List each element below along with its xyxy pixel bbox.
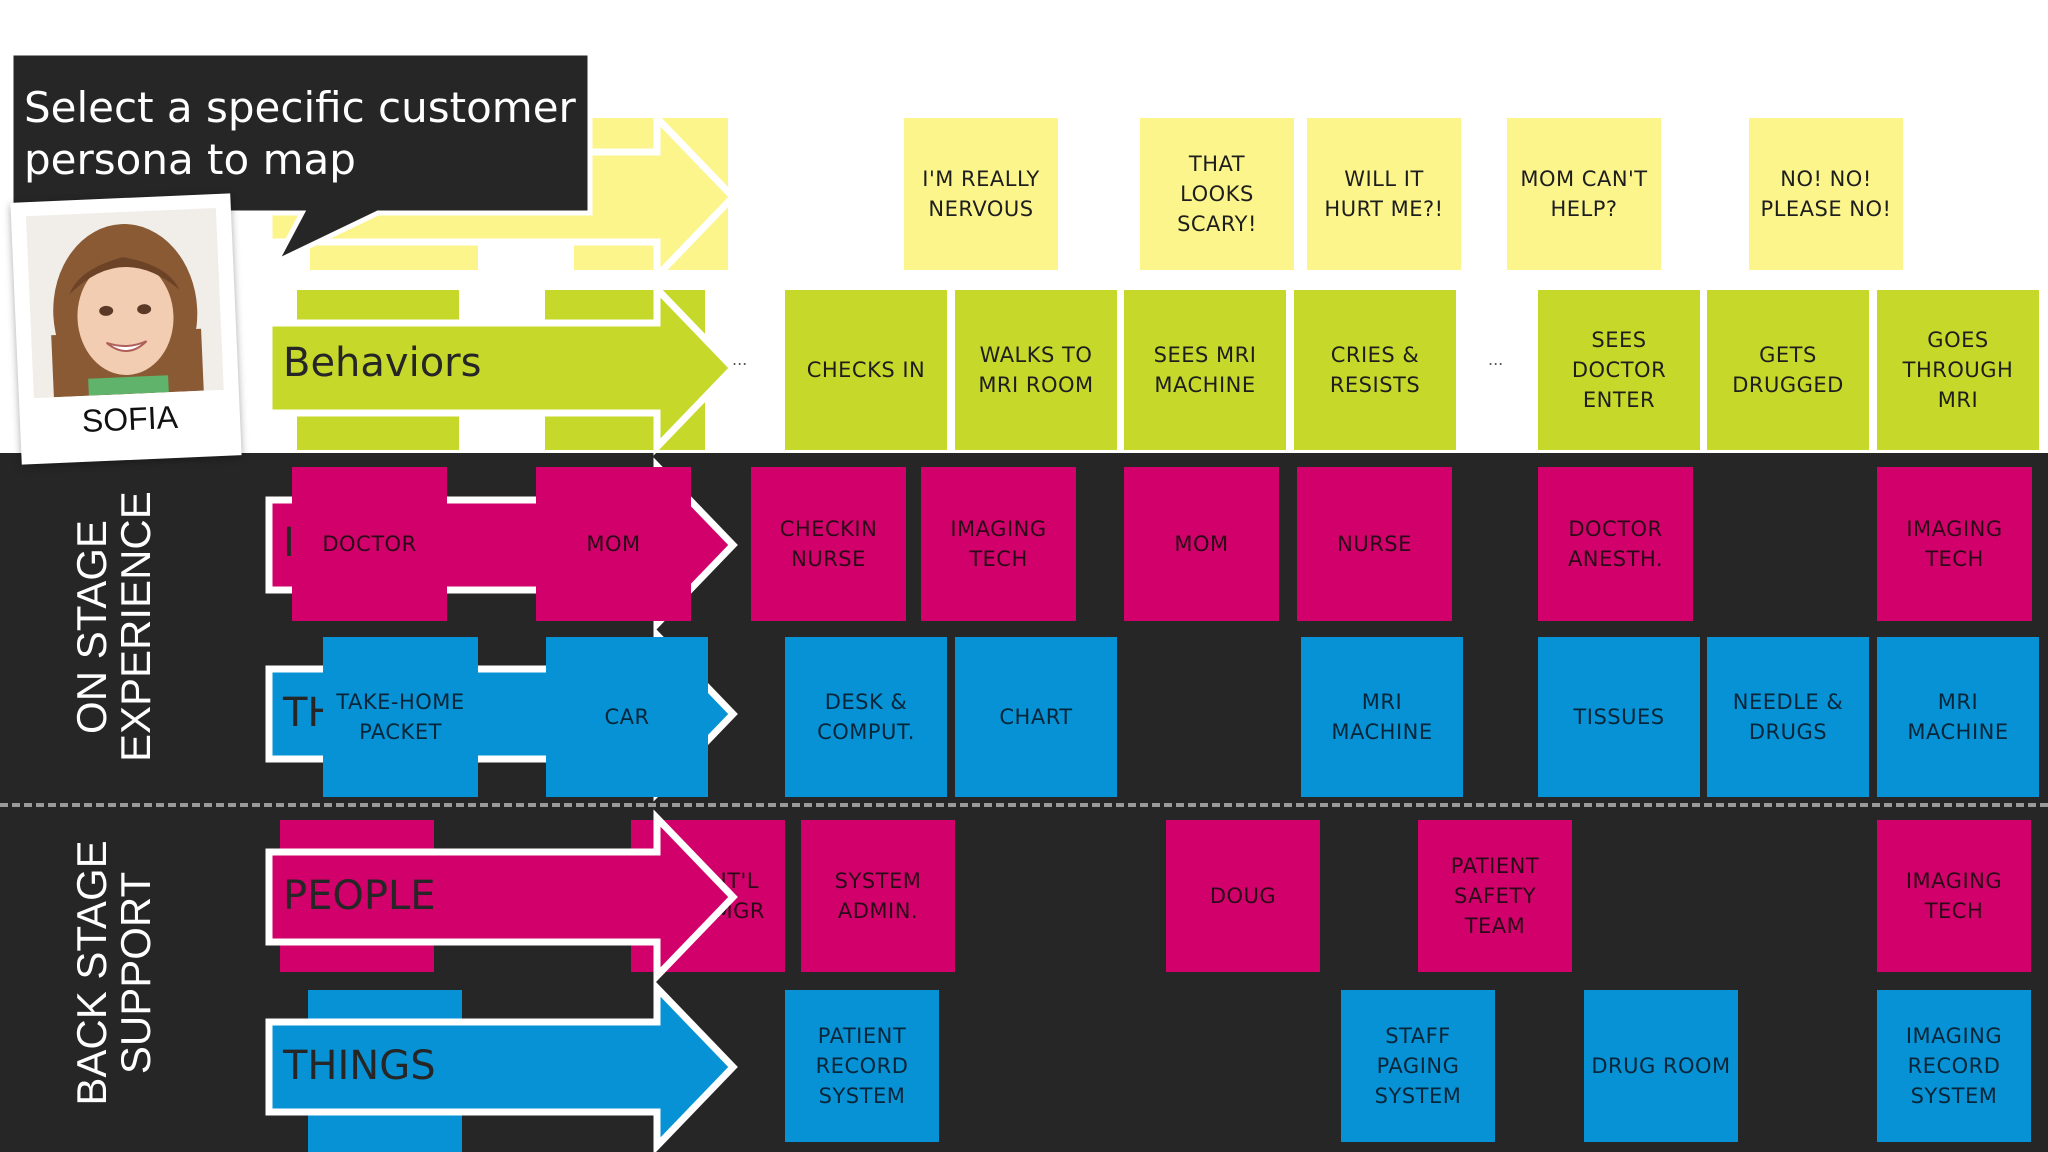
thought-note: MOM CAN'T HELP? bbox=[1507, 118, 1661, 270]
thought-note: THAT LOOKS SCARY! bbox=[1140, 118, 1294, 270]
thing-note: IMAGING RECORD SYSTEM bbox=[1877, 990, 2031, 1142]
on-stage-label: ON STAGE EXPERIENCE bbox=[68, 491, 159, 762]
things-label: THINGS bbox=[283, 1043, 436, 1089]
thing-note: TAKE-HOME PACKET bbox=[323, 637, 478, 797]
onstage-people-label: I bbox=[283, 520, 295, 566]
thing-note: DRUG ROOM bbox=[1584, 990, 1738, 1142]
ellipsis: ... bbox=[732, 350, 748, 369]
behaviors-label: Behaviors bbox=[283, 340, 482, 386]
thought-note: NO! NO! PLEASE NO! bbox=[1749, 118, 1903, 270]
backstage-things-arrow bbox=[265, 979, 738, 1152]
person-note: PATIENT SAFETY TEAM bbox=[1418, 820, 1572, 972]
thing-note: MRI MACHINE bbox=[1877, 637, 2039, 797]
ellipsis: ... bbox=[1488, 350, 1504, 369]
thing-note: STAFF PAGING SYSTEM bbox=[1341, 990, 1495, 1142]
thing-note: NEEDLE & DRUGS bbox=[1707, 637, 1869, 797]
persona-card: SOFIA bbox=[10, 193, 242, 465]
thing-note: TISSUES bbox=[1538, 637, 1700, 797]
behaviors-arrow bbox=[265, 280, 738, 456]
person-note: IMAGING TECH bbox=[921, 467, 1076, 621]
person-note: DOCTOR bbox=[292, 467, 447, 621]
callout-text: Select a specific customer persona to ma… bbox=[24, 83, 576, 184]
person-note: NURSE bbox=[1297, 467, 1452, 621]
person-note: MOM bbox=[1124, 467, 1279, 621]
line-of-visibility bbox=[0, 803, 2048, 807]
person-note: DOUG bbox=[1166, 820, 1320, 972]
behavior-note: WALKS TO MRI ROOM bbox=[955, 290, 1117, 450]
thing-note: CHART bbox=[955, 637, 1117, 797]
thing-note: CAR bbox=[546, 637, 708, 797]
person-note: CHECKIN NURSE bbox=[751, 467, 906, 621]
behavior-note: CHECKS IN bbox=[785, 290, 947, 450]
behavior-note: GOES THROUGH MRI bbox=[1877, 290, 2039, 450]
person-note: IMAGING TECH bbox=[1877, 467, 2032, 621]
thing-note: MRI MACHINE bbox=[1301, 637, 1463, 797]
behavior-note: SEES MRI MACHINE bbox=[1124, 290, 1286, 450]
behavior-note: CRIES & RESISTS bbox=[1294, 290, 1456, 450]
behavior-note: GETS DRUGGED bbox=[1707, 290, 1869, 450]
behavior-note: SEES DOCTOR ENTER bbox=[1538, 290, 1700, 450]
thought-note: I'M REALLY NERVOUS bbox=[904, 118, 1058, 270]
persona-photo bbox=[25, 207, 224, 399]
backstage-people-arrow bbox=[265, 809, 738, 985]
persona-name: SOFIA bbox=[81, 398, 179, 439]
person-note: IMAGING TECH bbox=[1877, 820, 2031, 972]
person-note: SYSTEM ADMIN. bbox=[801, 820, 955, 972]
person-note: DOCTOR ANESTH. bbox=[1538, 467, 1693, 621]
thing-note: DESK & COMPUT. bbox=[785, 637, 947, 797]
person-note: MOM bbox=[536, 467, 691, 621]
back-stage-label: BACK STAGE SUPPORT bbox=[68, 840, 159, 1106]
thing-note: PATIENT RECORD SYSTEM bbox=[785, 990, 939, 1142]
thought-note: WILL IT HURT ME?! bbox=[1307, 118, 1461, 270]
people-label: PEOPLE bbox=[283, 873, 436, 919]
